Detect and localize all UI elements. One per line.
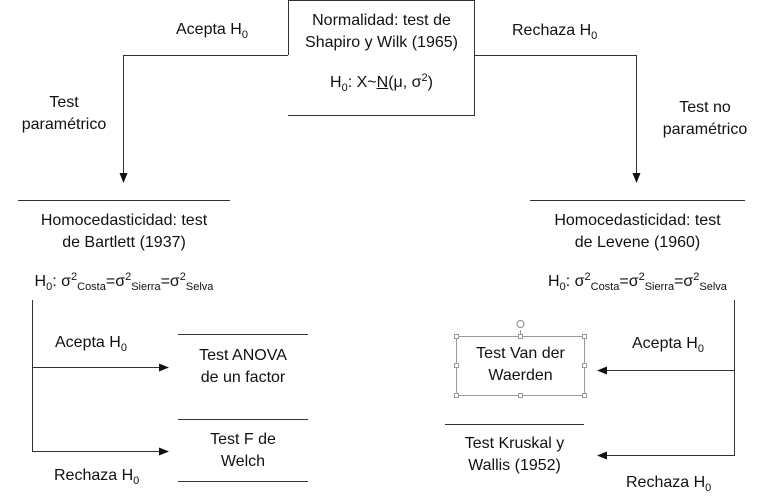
top-box-border	[288, 0, 475, 116]
resize-handle-ne[interactable]	[582, 334, 587, 339]
resize-handle-w[interactable]	[454, 363, 459, 368]
resize-handle-e[interactable]	[582, 363, 587, 368]
levene-test-box[interactable]: Homocedasticidad: test de Levene (1960) …	[530, 210, 745, 298]
van-der-waerden-test-box[interactable]: Test Van der Waerden	[456, 343, 585, 387]
anova-line1: Test ANOVA	[199, 347, 287, 364]
resize-handle-sw[interactable]	[454, 393, 459, 398]
nonparametric-label: Test no paramétrico	[662, 99, 748, 138]
vdw-line1: Test Van der	[476, 345, 565, 362]
kruskal-wallis-test-box[interactable]: Test Kruskal y Wallis (1952)	[445, 433, 584, 477]
levene-title-line2: de Levene (1960)	[574, 234, 701, 251]
connector-right-split	[597, 300, 735, 460]
levene-title-line1: Homocedasticidad: test	[554, 212, 721, 229]
accept-h0-label-right: Acepta H0	[632, 335, 704, 355]
welch-test-box[interactable]: Test F de Welch	[178, 429, 308, 473]
resize-handle-se[interactable]	[582, 393, 587, 398]
resize-handle-s[interactable]	[518, 393, 523, 398]
anova-line2: de un factor	[200, 369, 286, 386]
resize-handle-nw[interactable]	[454, 334, 459, 339]
bartlett-test-box[interactable]: Homocedasticidad: test de Bartlett (1937…	[18, 210, 230, 298]
reject-h0-label-left: Rechaza H0	[54, 467, 140, 487]
bartlett-h0: H0: σ2Costa=σ2Sierra=σ2Selva	[34, 271, 214, 293]
kruskal-line1: Test Kruskal y	[464, 435, 565, 452]
levene-h0: H0: σ2Costa=σ2Sierra=σ2Selva	[548, 271, 727, 293]
reject-h0-label-top: Rechaza H0	[512, 22, 598, 42]
normality-h0: H0: X~N(μ, σ2)	[330, 72, 433, 94]
accept-h0-label-top: Acepta H0	[176, 21, 248, 41]
accept-h0-label-left: Acepta H0	[55, 334, 127, 354]
welch-line2: Welch	[220, 453, 266, 470]
bartlett-title-line2: de Bartlett (1937)	[62, 234, 186, 251]
resize-handle-n[interactable]	[518, 334, 523, 339]
normality-title-line2: Shapiro y Wilk (1965)	[305, 34, 458, 51]
anova-test-box[interactable]: Test ANOVA de un factor	[178, 345, 308, 389]
normality-title-line1: Normalidad: test de	[312, 12, 451, 29]
connector-reject-right	[475, 55, 641, 183]
bartlett-title-line1: Homocedasticidad: test	[40, 212, 208, 229]
connector-accept-left	[119, 55, 288, 183]
reject-h0-label-right: Rechaza H0	[626, 474, 712, 494]
welch-line1: Test F de	[210, 431, 276, 448]
connector-left-split	[32, 300, 169, 456]
parametric-label: Test paramétrico	[21, 94, 107, 133]
normality-test-box[interactable]: Normalidad: test de Shapiro y Wilk (1965…	[289, 10, 474, 99]
kruskal-line2: Wallis (1952)	[468, 457, 561, 474]
vdw-line2: Waerden	[488, 367, 553, 384]
